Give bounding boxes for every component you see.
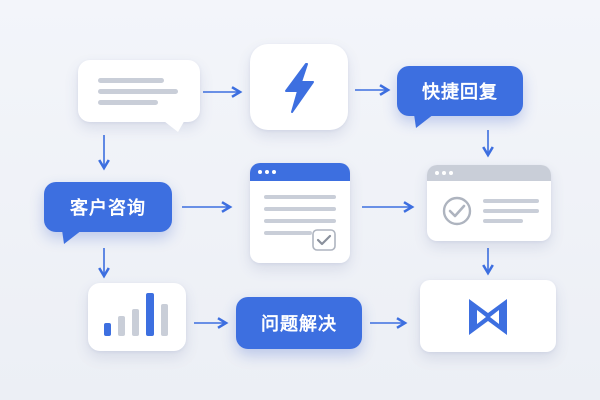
lightning-icon	[285, 63, 314, 113]
browser-window-card	[427, 165, 551, 241]
window-titlebar	[250, 163, 350, 181]
bar-chart-icon	[104, 293, 168, 336]
bubble-tail	[62, 230, 82, 244]
problem-solved-node: 问题解决	[236, 297, 362, 349]
chat-message-card	[78, 60, 200, 122]
lightning-card	[250, 44, 348, 130]
chat-line	[98, 100, 158, 105]
doc-line	[264, 195, 336, 199]
doc-line	[264, 219, 336, 223]
window-line	[483, 209, 539, 213]
chat-line	[98, 78, 164, 83]
window-line	[483, 199, 539, 203]
bowtie-logo-icon	[469, 299, 507, 335]
chat-bubble-icon	[160, 118, 186, 132]
doc-line	[264, 207, 336, 211]
bar-chart-card	[88, 283, 186, 351]
bubble-tail	[414, 114, 434, 128]
logo-card	[420, 280, 556, 352]
document-check-card	[250, 163, 350, 263]
document-check-icon	[312, 229, 336, 251]
browser-window-check-icon	[442, 196, 472, 226]
doc-line	[264, 231, 312, 235]
window-line	[483, 219, 523, 223]
quick-reply-node: 快捷回复	[397, 66, 523, 116]
customer-inquiry-node: 客户咨询	[44, 182, 172, 232]
window-titlebar	[427, 165, 551, 181]
chat-line	[98, 89, 178, 94]
